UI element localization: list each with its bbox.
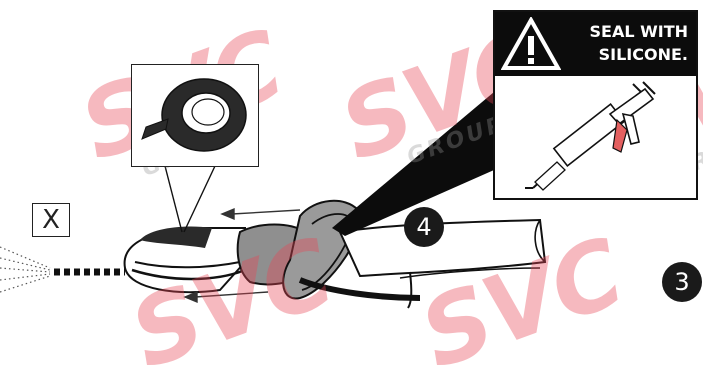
warning-line-1: SEAL WITH (558, 20, 688, 43)
silicone-warning-panel: SEAL WITH SILICONE. (493, 10, 698, 200)
spray-lines (0, 247, 50, 292)
step-badge-3: 3 (662, 262, 702, 302)
warning-text: SEAL WITH SILICONE. (558, 20, 688, 66)
warning-header: SEAL WITH SILICONE. (495, 12, 696, 76)
tape-roll-icon (132, 65, 257, 165)
caulking-gun-icon (495, 74, 696, 198)
warning-line-2: SILICONE. (558, 43, 688, 66)
warning-triangle-icon (501, 17, 561, 71)
tape-roll-inset (131, 64, 259, 167)
step-badge-4: 4 (404, 207, 444, 247)
assembly-diagram: SVC SVC SVC SVC SVC GROUP GROUP GROUP SE… (0, 0, 703, 321)
x-marker: X (32, 203, 70, 237)
